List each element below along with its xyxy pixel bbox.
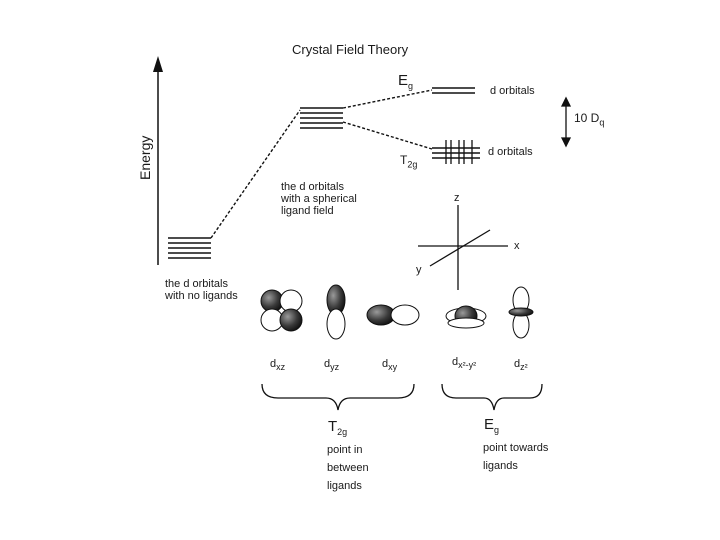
t2g-levels [432, 147, 480, 159]
orbital-dx2y2-label: dx²-y² [452, 356, 477, 371]
orbital-dyz-shape [326, 284, 346, 340]
orbital-dz2-label: dz² [514, 358, 528, 373]
orbital-dyz-label: dyz [324, 358, 340, 373]
no-ligands-caption-line-2: with no ligands [165, 290, 238, 302]
spherical-caption-line-1: the d orbitals [281, 181, 344, 193]
diagram-title: Crystal Field Theory [292, 42, 409, 57]
eg-levels [432, 87, 475, 94]
orbital-dxy-label: dxy [382, 358, 398, 373]
eg-level-label: Eg [398, 72, 414, 91]
t2g-group-line-2: between [327, 462, 369, 474]
spherical-caption-line-2: with a spherical [281, 193, 357, 205]
axis-y-label: y [416, 264, 422, 276]
t2g-brace [261, 383, 415, 411]
xyz-axes [418, 205, 508, 290]
energy-axis-label: Energy [137, 135, 153, 180]
spherical-field-levels [300, 107, 343, 129]
t2g-level-label: T2g [400, 153, 418, 170]
d-orbitals-lower-label: d orbitals [488, 146, 533, 158]
splitting-label: 10 Dq [574, 111, 605, 128]
splitting-arrow [560, 96, 572, 148]
orbital-dxz-label: dxz [270, 358, 286, 373]
orbital-dxy-shape [366, 304, 420, 326]
orbital-dz2-shape [508, 286, 534, 339]
eg-group-symbol: Eg [484, 416, 500, 435]
t2g-group-symbol: T2g [328, 418, 348, 437]
d-orbitals-upper-label: d orbitals [490, 85, 535, 97]
free-ion-levels [168, 237, 211, 259]
eg-group-line-2: ligands [483, 460, 518, 472]
eg-group-line-1: point towards [483, 442, 549, 454]
no-ligands-caption-line-1: the d orbitals [165, 278, 228, 290]
eg-brace [441, 383, 543, 411]
axis-x-label: x [514, 240, 520, 252]
orbital-dx2y2-shape [445, 305, 487, 329]
t2g-group-line-1: point in [327, 444, 363, 456]
energy-axis-arrowhead [153, 56, 163, 72]
t2g-electron-arrows [445, 140, 473, 164]
orbital-dxz-shape [260, 289, 303, 332]
t2g-group-line-3: ligands [327, 480, 362, 492]
spherical-caption-line-3: ligand field [281, 205, 334, 217]
connector-lines [210, 89, 433, 239]
axis-z-label: z [454, 192, 460, 204]
